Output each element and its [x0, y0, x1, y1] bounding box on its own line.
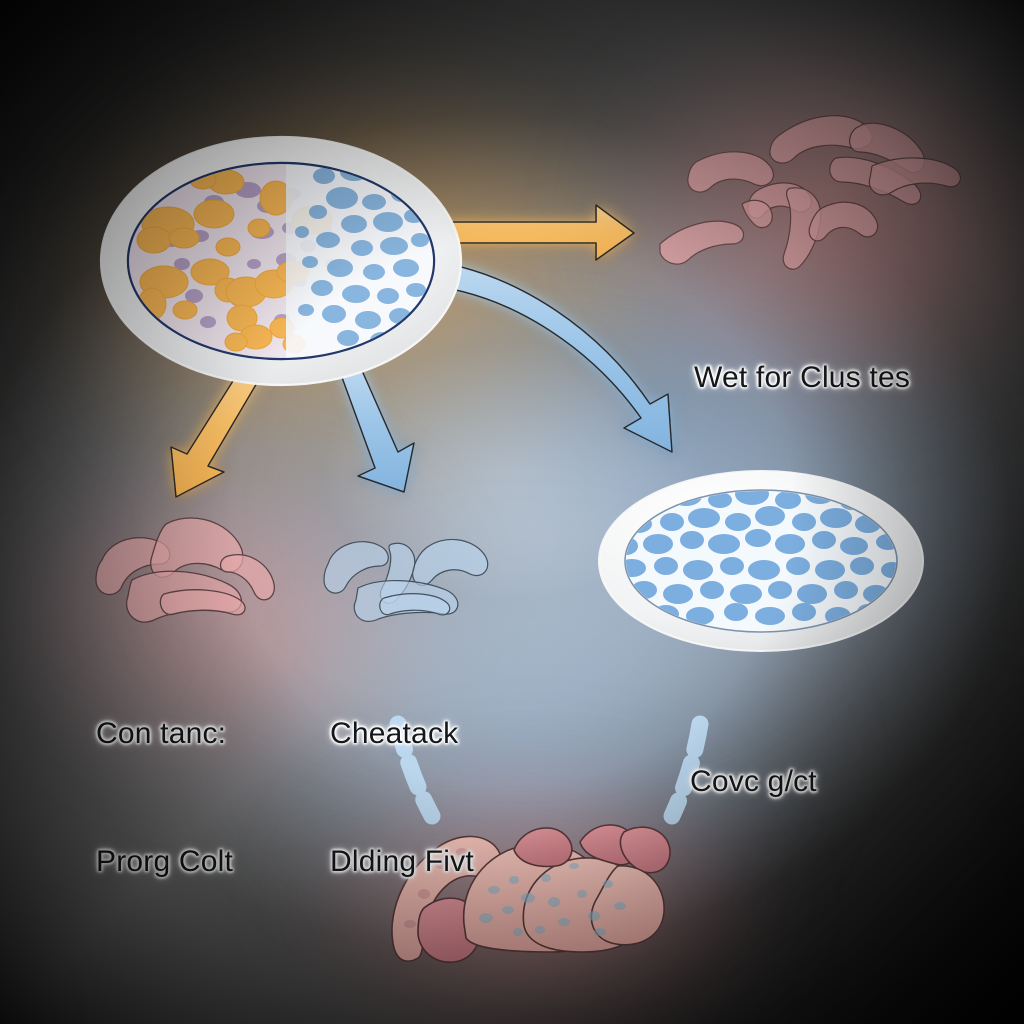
label-line: Wet for Clus tes — [694, 361, 911, 395]
blue-organ-outline[interactable] — [318, 518, 494, 628]
pink-tubule-cluster[interactable] — [659, 96, 962, 270]
label-top-right: Wet for Clus tes — [694, 272, 910, 485]
label-line: Cheatack — [330, 717, 459, 751]
arrow-source-to-bottom-right-dish — [437, 261, 673, 453]
label-line: Prorg Colt — [96, 844, 234, 878]
label-bottom-right: Covc g/ct — [690, 676, 817, 889]
blue-culture-dish[interactable] — [596, 468, 926, 654]
label-line: Con tanc: — [96, 717, 227, 751]
pink-organ-outline[interactable] — [88, 508, 288, 628]
mixed-culture-dish[interactable] — [96, 132, 466, 390]
label-line: Covc g/ct — [690, 765, 817, 799]
label-line: Dlding Fivt — [330, 844, 474, 878]
label-bottom-mid: Cheatack Dlding Fivt — [330, 628, 474, 969]
label-bottom-left: Con tanc: Prorg Colt — [96, 628, 233, 969]
